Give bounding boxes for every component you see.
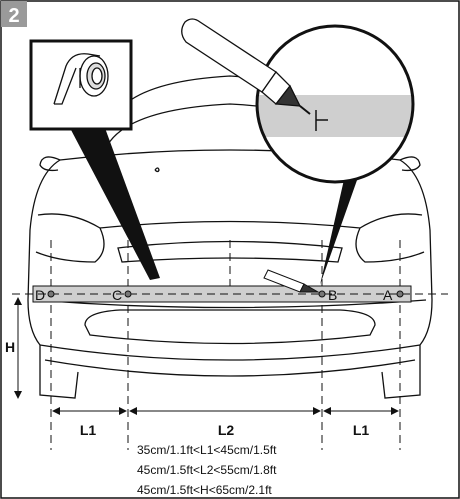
tape-callout-pointer [70,128,160,280]
car-right-side [381,159,433,399]
car-left-side [27,159,79,399]
bumper-top [33,299,427,309]
h-dimension-label: H [5,339,15,355]
point-c-label: C [112,287,122,303]
point-b-label: B [328,287,337,303]
point-a [396,290,404,298]
license-recess [84,309,376,345]
step-badge-label: 2 [8,5,19,27]
emblem [154,167,160,173]
point-b [318,290,326,298]
point-d [47,290,55,298]
large-marker-pen [181,18,311,115]
crosshair-mark [315,110,328,131]
point-a-label: A [383,287,393,303]
vertical-guides [50,240,401,450]
mark-points [47,290,404,298]
left-tail-light [35,213,105,263]
note-l1: 35cm/1.1ft<L1<45cm/1.5ft [137,443,277,457]
third-brake-light [117,240,343,263]
l2-label: L2 [218,422,235,438]
tape-roll-icon [53,53,109,105]
point-d-label: D [35,287,45,303]
left-mirror [39,156,61,172]
l1-left-label: L1 [80,422,97,438]
l1-right-label: L1 [353,422,370,438]
right-tail-light [355,213,425,263]
right-mirror [399,156,421,172]
bumper-lower [39,344,421,361]
point-c [124,290,132,298]
step-badge: 2 [1,1,27,27]
magnify-callout-pointer [320,162,362,285]
bumper-edge [44,359,416,377]
marker-pen [263,269,320,293]
note-h: 45cm/1.5ft<H<65cm/2.1ft [137,483,272,497]
note-l2: 45cm/1.5ft<L2<55cm/1.8ft [137,463,277,477]
